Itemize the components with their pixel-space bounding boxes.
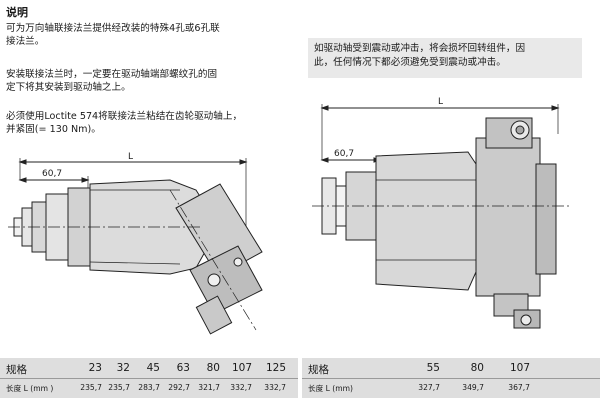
size-value: 23 [88,362,102,374]
length-value: 327,7 [418,383,440,392]
right-dimension-table: 规格 长度 L (mm) 55 80 107 327,7 349,7 367,7 [302,358,600,398]
length-value: 235,7 [80,383,102,392]
length-label: 长度 L (mm) [308,384,353,393]
left-dimension-table: 规格 长度 L (mm ) 23 32 45 63 80 107 125 235… [0,358,298,398]
length-value: 292,7 [168,383,190,392]
paragraph-line: 必须使用Loctite 574将联接法兰粘结在齿轮驱动轴上， [6,111,243,122]
bent-axis-motor-drawing: 60,7 L [8,152,263,335]
paragraph-installation: 安装联接法兰时，一定要在驱动轴端部螺纹孔的固 定下将其安装到驱动轴之上。 [6,68,298,94]
notice-line: 如驱动轴受到震动或冲击，将会损坏回转组件，因 [314,43,526,54]
notice-line: 此，任何情况下都必须避免受到震动或冲击。 [314,57,506,68]
warning-notice-box: 如驱动轴受到震动或冲击，将会损坏回转组件，因 此，任何情况下都必须避免受到震动或… [308,38,582,78]
paragraph-flange-option: 可为万向轴联接法兰提供经改装的特殊4孔或6孔联 接法兰。 [6,22,298,48]
length-value: 321,7 [198,383,220,392]
axial-piston-unit-drawing: 60,7 L [312,97,572,329]
size-value: 63 [176,362,190,374]
length-value: 235,7 [108,383,130,392]
table-divider [302,378,600,379]
length-value: 283,7 [138,383,160,392]
length-value: 332,7 [264,383,286,392]
length-value: 332,7 [230,383,252,392]
size-value: 107 [509,362,530,374]
paragraph-line: 接法兰。 [6,36,45,47]
size-value: 45 [146,362,160,374]
paragraph-line: 并紧固(= 130 Nm)。 [6,124,101,135]
size-value: 32 [116,362,130,374]
size-label: 规格 [308,364,329,376]
paragraph-line: 可为万向轴联接法兰提供经改装的特殊4孔或6孔联 [6,23,220,34]
length-label: 长度 L (mm ) [6,384,54,393]
size-value: 55 [426,362,440,374]
length-dimension-label: L [128,152,133,162]
length-value: 367,7 [508,383,530,392]
paragraph-loctite: 必须使用Loctite 574将联接法兰粘结在齿轮驱动轴上， 并紧固(= 130… [6,110,298,136]
flange-dimension-label: 60,7 [334,149,354,159]
size-value: 80 [206,362,220,374]
length-dimension-label: L [438,97,443,107]
paragraph-line: 安装联接法兰时，一定要在驱动轴端部螺纹孔的固 [6,69,218,80]
size-value: 80 [470,362,484,374]
size-value: 125 [265,362,286,374]
length-value: 349,7 [462,383,484,392]
table-divider [0,378,298,379]
paragraph-line: 定下将其安装到驱动轴之上。 [6,82,131,93]
flange-dimension-label: 60,7 [42,169,62,179]
section-heading: 说明 [6,6,28,19]
size-value: 107 [231,362,252,374]
size-label: 规格 [6,364,27,376]
